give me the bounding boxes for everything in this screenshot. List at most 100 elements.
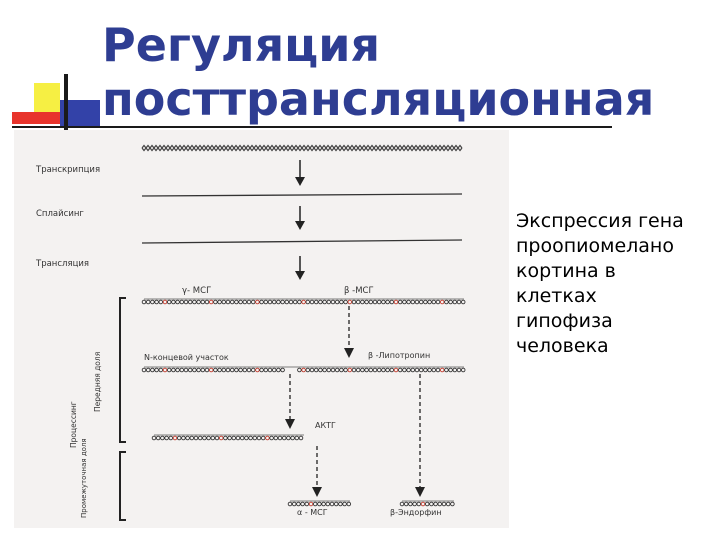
amino-acid-bead	[461, 300, 465, 304]
amino-acid-bead	[298, 368, 302, 372]
amino-acid-bead	[411, 300, 415, 304]
bracket-processing-anterior	[120, 298, 126, 442]
amino-acid-bead	[172, 368, 176, 372]
amino-acid-bead	[163, 368, 167, 372]
amino-acid-bead	[260, 300, 264, 304]
amino-acid-bead	[417, 502, 421, 506]
amino-acid-bead	[247, 368, 251, 372]
amino-acid-bead	[340, 300, 344, 304]
amino-acid-bead	[356, 300, 360, 304]
amino-acid-bead	[428, 368, 432, 372]
decor-red-bar	[12, 112, 60, 124]
amino-acid-bead	[186, 436, 190, 440]
bracket-intermediate	[120, 452, 126, 520]
amino-acid-bead	[313, 502, 317, 506]
amino-acid-bead	[264, 300, 268, 304]
amino-acid-bead	[390, 368, 394, 372]
amino-acid-bead	[419, 368, 423, 372]
pre-mrna-line	[142, 194, 462, 196]
amino-acid-bead	[205, 368, 209, 372]
amino-acid-bead	[390, 300, 394, 304]
amino-acid-bead	[319, 300, 323, 304]
amino-acid-bead	[172, 300, 176, 304]
amino-acid-bead	[288, 502, 292, 506]
amino-acid-bead	[327, 300, 331, 304]
amino-acid-bead	[440, 368, 444, 372]
amino-acid-bead	[323, 300, 327, 304]
amino-acid-bead	[203, 436, 207, 440]
amino-acid-bead	[146, 368, 150, 372]
amino-acid-bead	[230, 300, 234, 304]
caption-line: проопиомелано	[516, 234, 716, 259]
amino-acid-bead	[331, 368, 335, 372]
amino-acid-bead	[188, 300, 192, 304]
amino-acid-bead	[407, 368, 411, 372]
peptide-chain-alpha-msg	[288, 501, 350, 506]
amino-acid-bead	[293, 300, 297, 304]
amino-acid-bead	[309, 502, 313, 506]
amino-acid-bead	[297, 502, 301, 506]
amino-acid-bead	[382, 368, 386, 372]
amino-acid-bead	[224, 436, 228, 440]
amino-acid-bead	[287, 436, 291, 440]
amino-acid-bead	[310, 300, 314, 304]
amino-acid-bead	[299, 436, 303, 440]
amino-acid-bead	[348, 368, 352, 372]
amino-acid-bead	[446, 502, 450, 506]
amino-acid-bead	[243, 368, 247, 372]
amino-acid-bead	[361, 368, 365, 372]
amino-acid-bead	[314, 300, 318, 304]
amino-acid-bead	[282, 436, 286, 440]
amino-acid-bead	[344, 368, 348, 372]
amino-acid-bead	[301, 502, 305, 506]
dashed-arrow	[312, 446, 322, 497]
amino-acid-bead	[277, 368, 281, 372]
amino-acid-bead	[201, 368, 205, 372]
amino-acid-bead	[169, 436, 173, 440]
amino-acid-bead	[161, 436, 165, 440]
amino-acid-bead	[277, 300, 281, 304]
peptide-chain-beta-endorphin	[400, 501, 454, 506]
amino-acid-bead	[165, 436, 169, 440]
amino-acid-bead	[425, 502, 429, 506]
amino-acid-bead	[445, 368, 449, 372]
amino-acid-bead	[386, 368, 390, 372]
amino-acid-bead	[434, 502, 438, 506]
amino-acid-bead	[369, 300, 373, 304]
decor-horizontal-line	[12, 126, 612, 128]
amino-acid-bead	[457, 300, 461, 304]
amino-acid-bead	[256, 368, 260, 372]
amino-acid-bead	[198, 436, 202, 440]
amino-acid-bead	[403, 368, 407, 372]
amino-acid-bead	[266, 436, 270, 440]
amino-acid-bead	[314, 368, 318, 372]
amino-acid-bead	[272, 368, 276, 372]
pomc-diagram: Транскрипция Сплайсинг Трансляция Процес…	[14, 130, 509, 528]
amino-acid-bead	[318, 502, 322, 506]
amino-acid-bead	[335, 368, 339, 372]
amino-acid-bead	[292, 502, 296, 506]
amino-acid-bead	[377, 300, 381, 304]
dashed-arrow	[415, 374, 425, 497]
amino-acid-bead	[415, 368, 419, 372]
amino-acid-bead	[151, 368, 155, 372]
side-label-processing: Процессинг	[69, 401, 78, 448]
amino-acid-bead	[155, 368, 159, 372]
amino-acid-bead	[295, 436, 299, 440]
amino-acid-bead	[432, 368, 436, 372]
label-beta-endorphin: β-Эндорфин	[390, 508, 442, 517]
amino-acid-bead	[261, 436, 265, 440]
amino-acid-bead	[163, 300, 167, 304]
label-gamma-msg: γ- МСГ	[182, 286, 211, 296]
amino-acid-bead	[334, 502, 338, 506]
amino-acid-bead	[451, 502, 455, 506]
arrow-down	[295, 256, 305, 280]
amino-acid-bead	[247, 300, 251, 304]
caption-line: кортина в	[516, 259, 716, 284]
label-actg: АКТГ	[315, 421, 336, 430]
caption-line: Экспрессия гена	[516, 209, 716, 234]
dna-strand	[142, 146, 462, 151]
amino-acid-bead	[424, 368, 428, 372]
amino-acid-bead	[214, 300, 218, 304]
amino-acid-bead	[240, 436, 244, 440]
